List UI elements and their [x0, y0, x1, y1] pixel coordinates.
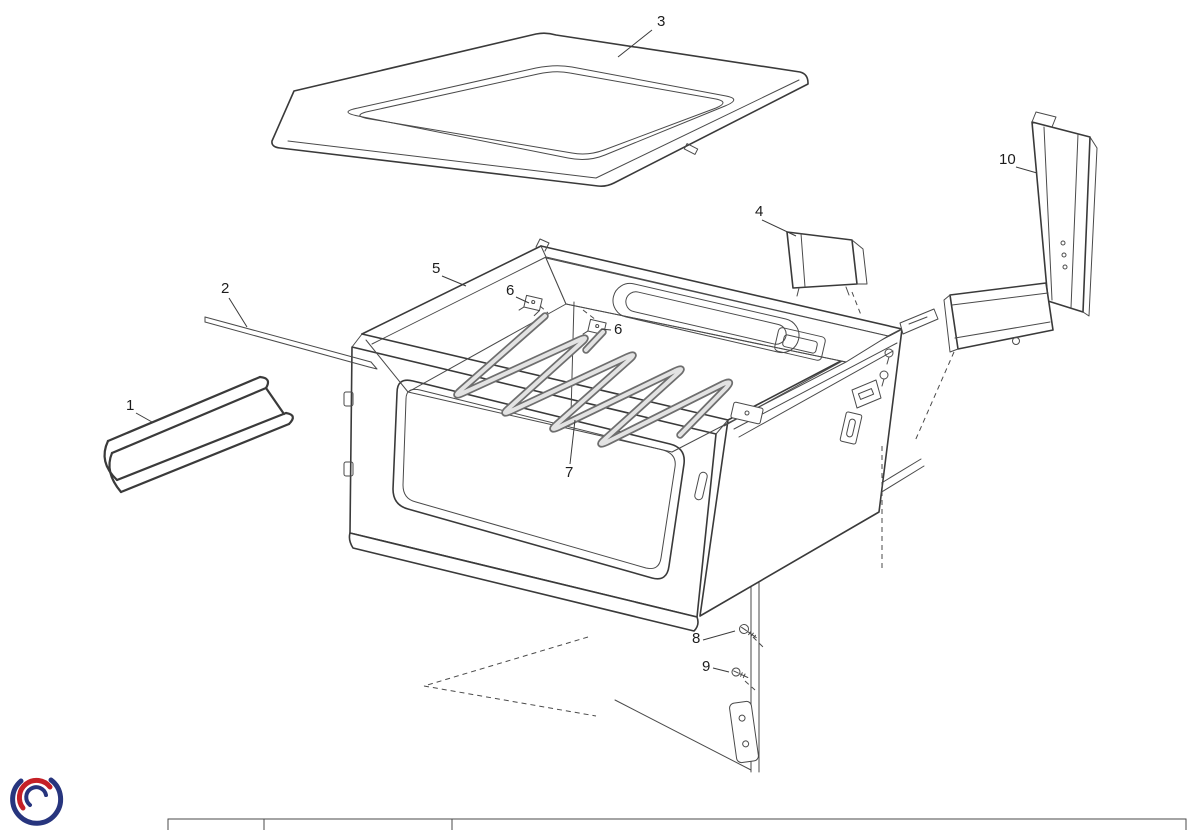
part-label-7: 7: [565, 464, 573, 481]
vent-recess: [612, 282, 800, 354]
part-labels: 1 2 3 4 5 6 6 7 8 9 10: [126, 13, 1016, 675]
part-label-1: 1: [126, 397, 134, 414]
oven-cavity-part-5: [343, 238, 939, 632]
parts-table-top: [167, 818, 1187, 830]
side-wire-rack-part-1: [103, 375, 294, 494]
screw-part-9: [731, 667, 749, 679]
part-label-3: 3: [657, 13, 665, 30]
brand-swirl-logo-icon: [10, 777, 64, 826]
shelf-support-rod-part-2: [204, 316, 378, 370]
side-mounting-panel-part-10: [914, 111, 1098, 442]
part-label-6b: 6: [614, 321, 622, 338]
element-clip-left: [518, 294, 543, 317]
part-label-2: 2: [221, 280, 229, 297]
part-label-10: 10: [999, 151, 1016, 168]
alignment-dashed-lines: [423, 446, 883, 717]
small-cutout: [774, 327, 826, 361]
fixing-plate: [729, 700, 759, 764]
part-label-4: 4: [755, 203, 763, 220]
part-label-5: 5: [432, 260, 440, 277]
heating-element-part-7: [453, 301, 734, 448]
rear-bracket-part-4: [786, 231, 868, 316]
part-label-8: 8: [692, 630, 700, 647]
top-cover-part-3: [271, 32, 809, 187]
part-label-6a: 6: [506, 282, 514, 299]
screw-part-8: [739, 624, 757, 639]
part-label-9: 9: [702, 658, 710, 675]
leader-lines: [135, 29, 1038, 673]
